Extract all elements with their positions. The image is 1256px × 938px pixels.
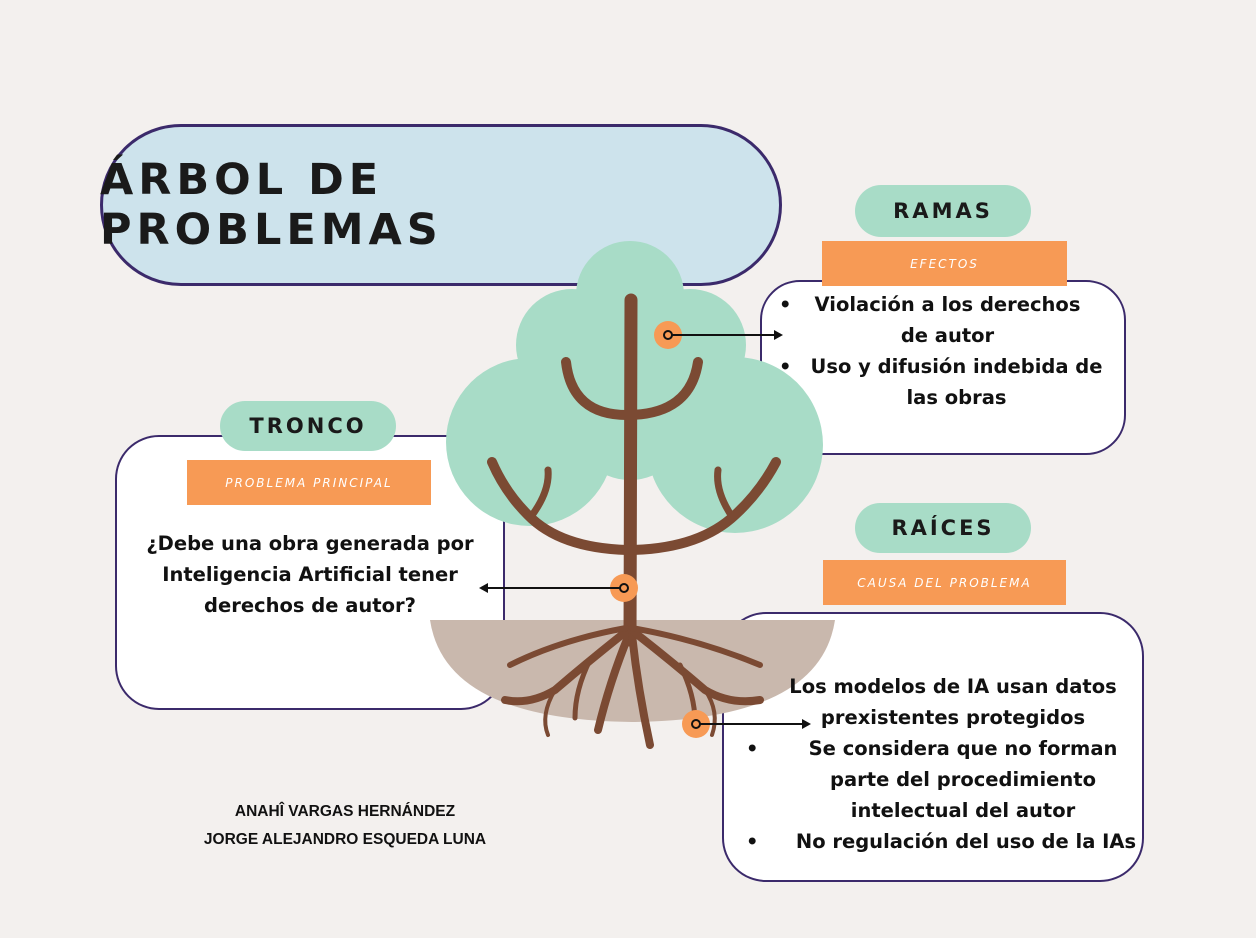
raices-intro: Los modelos de IA usan datos prexistente… bbox=[789, 675, 1117, 729]
title-banner bbox=[100, 124, 782, 286]
ramas-list: • Violación a los derechos de autor • Us… bbox=[775, 289, 1120, 413]
problema-principal-tag: PROBLEMA PRINCIPAL bbox=[187, 460, 431, 505]
tree-trunk bbox=[487, 293, 781, 749]
author-name: JORGE ALEJANDRO ESQUEDA LUNA bbox=[203, 831, 487, 848]
efectos-tag: EFECTOS bbox=[822, 241, 1067, 286]
connector-raices bbox=[682, 710, 811, 738]
connector-ramas bbox=[654, 321, 783, 349]
raices-item: • No regulación del uso de la IAs bbox=[746, 830, 1137, 853]
main-question: ¿Debe una obra generada por Inteligencia… bbox=[146, 532, 474, 617]
ramas-item: • Uso y difusión indebida de las obras bbox=[779, 355, 1103, 409]
ramas-label: RAMAS bbox=[855, 185, 1031, 237]
raices-list: Los modelos de IA usan datos prexistente… bbox=[746, 671, 1138, 857]
ramas-item: • Violación a los derechos de autor bbox=[779, 293, 1081, 347]
raices-label: RAÍCES bbox=[855, 503, 1031, 553]
page-title: ÁRBOL DE PROBLEMAS bbox=[100, 155, 443, 255]
tree-foliage bbox=[446, 241, 823, 533]
authors: ANAHÎ VARGAS HERNÁNDEZ JORGE ALEJANDRO E… bbox=[150, 798, 540, 854]
author-name: ANAHÎ VARGAS HERNÁNDEZ bbox=[234, 803, 456, 820]
raices-item: • Se considera que no forman parte del p… bbox=[746, 737, 1118, 822]
connector-tronco bbox=[479, 574, 638, 602]
raices-box bbox=[722, 612, 1144, 882]
tronco-label: TRONCO bbox=[220, 401, 396, 451]
causa-del-problema-tag: CAUSA DEL PROBLEMA bbox=[823, 560, 1066, 605]
